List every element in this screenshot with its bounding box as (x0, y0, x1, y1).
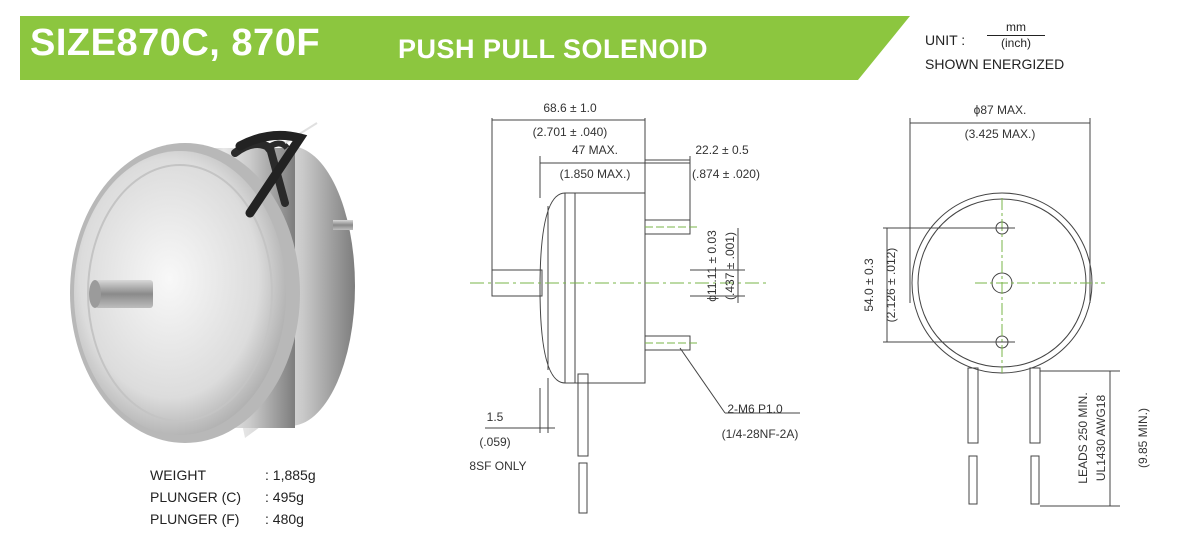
unit-numerator: mm (987, 20, 1045, 36)
spec-label: WEIGHT (150, 467, 206, 483)
unit-fraction: mm (inch) (987, 20, 1045, 51)
leads-length-label: LEADS 250 MIN. (1076, 392, 1090, 483)
stud-length-inch: (.874 ± .020) (692, 167, 760, 181)
lead-wire-end (578, 462, 588, 514)
side-view-drawing: 68.6 ± 1.0 (2.701 ± .040) 47 MAX. (1.850… (469, 101, 800, 514)
body-length-inch: (1.850 MAX.) (560, 167, 631, 181)
plunger-diameter-label: ϕ11.11 ± 0.03 (705, 230, 719, 302)
lead-wire-left (967, 367, 979, 444)
lead-end-right (1030, 455, 1040, 505)
front-view-drawing: ϕ87 MAX. (3.425 MAX.) 54.0 ± 0.3 (2.126 … (862, 103, 1150, 507)
banner-shape (20, 16, 910, 80)
product-photo (70, 122, 355, 443)
product-subtitle: PUSH PULL SOLENOID (398, 34, 709, 64)
solenoid-body-outline (564, 192, 646, 384)
leader-line (679, 347, 726, 414)
body-length-label: 47 MAX. (572, 143, 618, 157)
unit-denominator: (inch) (1000, 36, 1031, 50)
spec-label: PLUNGER (F) (150, 511, 240, 527)
thread-inch: (1/4-28NF-2A) (722, 427, 799, 441)
overall-length-inch: (2.701 ± .040) (533, 125, 608, 139)
product-title: SIZE870C, 870F (30, 22, 321, 64)
gap-label: 1.5 (487, 410, 504, 424)
hole-spacing-inch: (2.126 ± .012) (884, 248, 898, 323)
title-banner (0, 14, 910, 82)
hole-spacing-label: 54.0 ± 0.3 (862, 258, 876, 312)
shown-energized-note: SHOWN ENERGIZED (925, 56, 1065, 72)
plunger-diameter-inch: (.437 ± .001) (723, 232, 737, 300)
gap-inch: (.059) (479, 435, 510, 449)
thread-label: 2-M6 P1.0 (727, 402, 783, 416)
lead-end-left (968, 455, 978, 505)
spec-value: : 480g (265, 511, 304, 527)
spec-value: : 495g (265, 489, 304, 505)
lead-wire-right (1029, 367, 1041, 444)
diameter-label: ϕ87 MAX. (974, 103, 1027, 117)
sf-note: 8SF ONLY (469, 459, 526, 473)
unit-label: UNIT : (925, 32, 966, 48)
lead-wire (577, 373, 589, 457)
stud-length-label: 22.2 ± 0.5 (695, 143, 749, 157)
overall-length-label: 68.6 ± 1.0 (543, 101, 597, 115)
spec-value: : 1,885g (265, 467, 316, 483)
leads-spec-label: UL1430 AWG18 (1094, 395, 1108, 482)
leads-length-inch: (9.85 MIN.) (1136, 408, 1150, 468)
body-end-cap (539, 192, 566, 384)
spec-label: PLUNGER (C) (150, 489, 242, 505)
diameter-inch: (3.425 MAX.) (965, 127, 1036, 141)
plunger-outline (491, 269, 543, 297)
